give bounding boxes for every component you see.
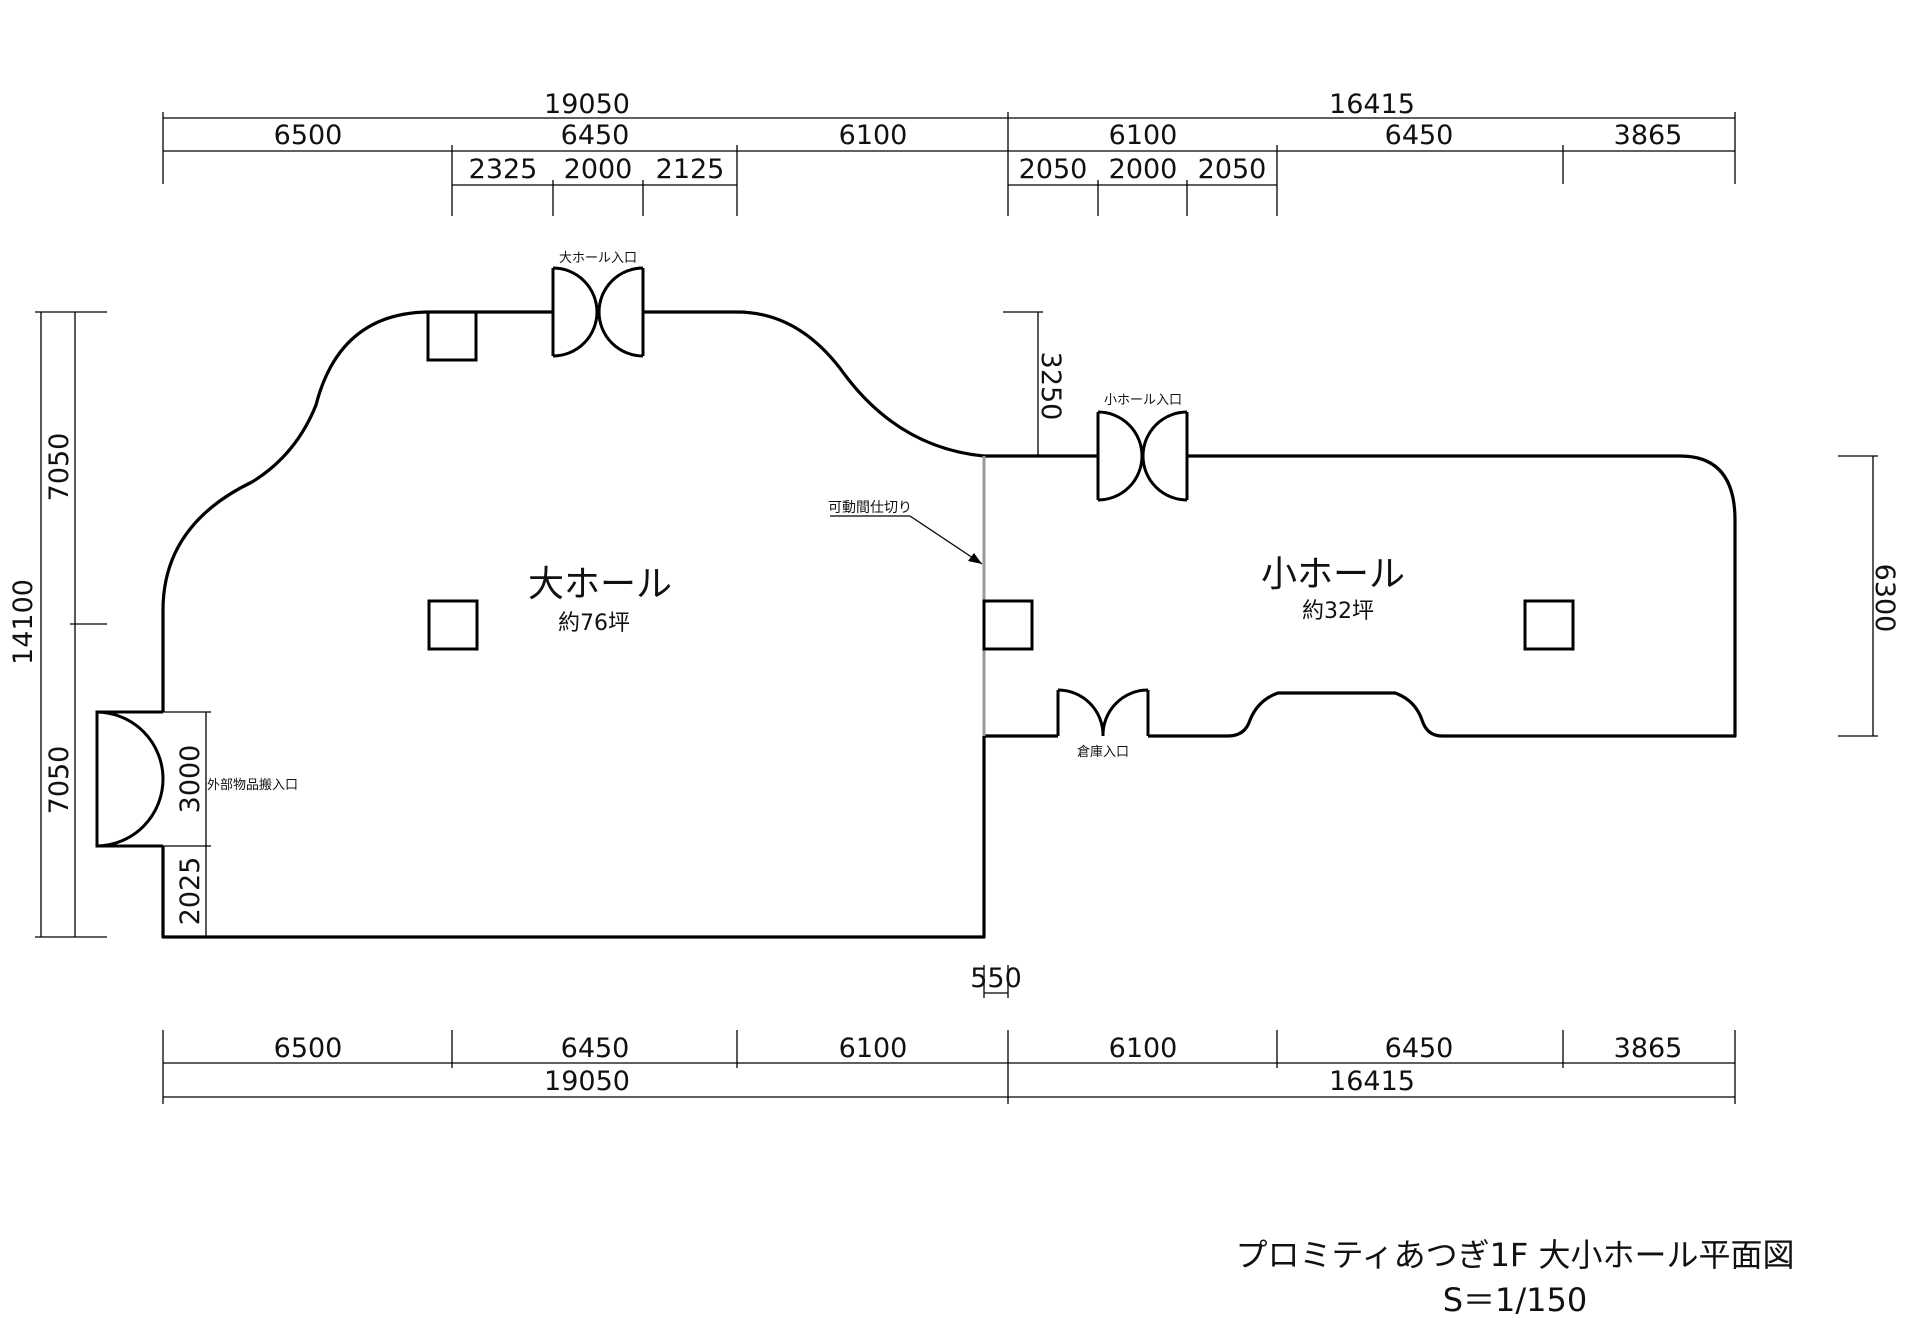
dim-top-sub-1: 2325 [469,154,538,185]
large-hall-wall [161,310,1008,939]
dim-bottom-mid-5: 6450 [1385,1033,1454,1064]
dim-partition-width: 550 [970,963,1022,994]
dim-top-mid-3: 6100 [839,120,908,151]
dim-left-door-offset: 2025 [175,857,206,926]
dim-bottom-total-left: 19050 [544,1066,630,1097]
right-dimensions: 3250 6300 [1003,311,1900,737]
column [982,599,1034,651]
dim-top-sub-6: 2050 [1198,154,1267,185]
warehouse-entrance-door: 倉庫入口 [1056,688,1150,760]
large-hall-area: 約76坪 [558,611,630,636]
small-hall-area: 約32坪 [1302,599,1374,624]
dim-bottom-total-right: 16415 [1329,1066,1415,1097]
dim-bottom-mid-4: 6100 [1109,1033,1178,1064]
dim-left-upper: 7050 [44,433,75,502]
main-hall-entrance-label: 大ホール入口 [559,251,637,266]
column [426,310,478,362]
dim-top-mid-6: 3865 [1614,120,1683,151]
column [427,599,479,651]
small-hall-entrance-label: 小ホール入口 [1104,393,1182,408]
dim-right-step: 3250 [1035,352,1066,421]
dim-left-door: 3000 [175,745,206,814]
large-hall-name: 大ホール [528,564,672,605]
plan-scale: S＝1/150 [1443,1281,1588,1319]
top-dimensions: 19050 16415 6500 6450 6100 6100 6450 386… [162,89,1736,216]
external-loading-door: 外部物品搬入口 [95,710,298,848]
dim-top-mid-5: 6450 [1385,120,1454,151]
partition-width-dimension: 550 [970,963,1022,998]
partition-note: 可動間仕切り [828,500,983,565]
dim-top-mid-4: 6100 [1109,120,1178,151]
dim-top-sub-2: 2000 [564,154,633,185]
plan-title: プロミティあつぎ1F 大小ホール平面図 [1235,1236,1794,1274]
dim-top-total-left: 19050 [544,89,630,120]
columns [426,310,1575,651]
dim-bottom-mid-3: 6100 [839,1033,908,1064]
movable-partition-label: 可動間仕切り [828,500,912,516]
walls [161,310,1737,939]
small-hall-entrance-door: 小ホール入口 [1096,393,1189,502]
dim-top-mid-1: 6500 [274,120,343,151]
dim-bottom-mid-1: 6500 [274,1033,343,1064]
bottom-dimensions: 6500 6450 6100 6100 6450 3865 19050 1641… [162,1030,1736,1104]
dim-top-sub-4: 2050 [1019,154,1088,185]
dim-top-total-right: 16415 [1329,89,1415,120]
warehouse-entrance-label: 倉庫入口 [1077,745,1129,760]
dim-left-total: 14100 [8,579,39,665]
column [1523,599,1575,651]
dim-left-lower: 7050 [44,746,75,815]
dim-top-sub-5: 2000 [1109,154,1178,185]
left-dimensions: 7050 7050 14100 3000 2025 [8,311,211,938]
dim-bottom-mid-2: 6450 [561,1033,630,1064]
small-hall-name: 小ホール [1261,554,1405,595]
dim-top-mid-2: 6450 [561,120,630,151]
main-hall-entrance-door: 大ホール入口 [551,251,645,358]
dim-bottom-mid-6: 3865 [1614,1033,1683,1064]
small-hall-wall [984,454,1737,738]
dim-top-sub-3: 2125 [656,154,725,185]
dim-right-small-hall: 6300 [1869,564,1900,633]
external-loading-label: 外部物品搬入口 [207,778,298,793]
